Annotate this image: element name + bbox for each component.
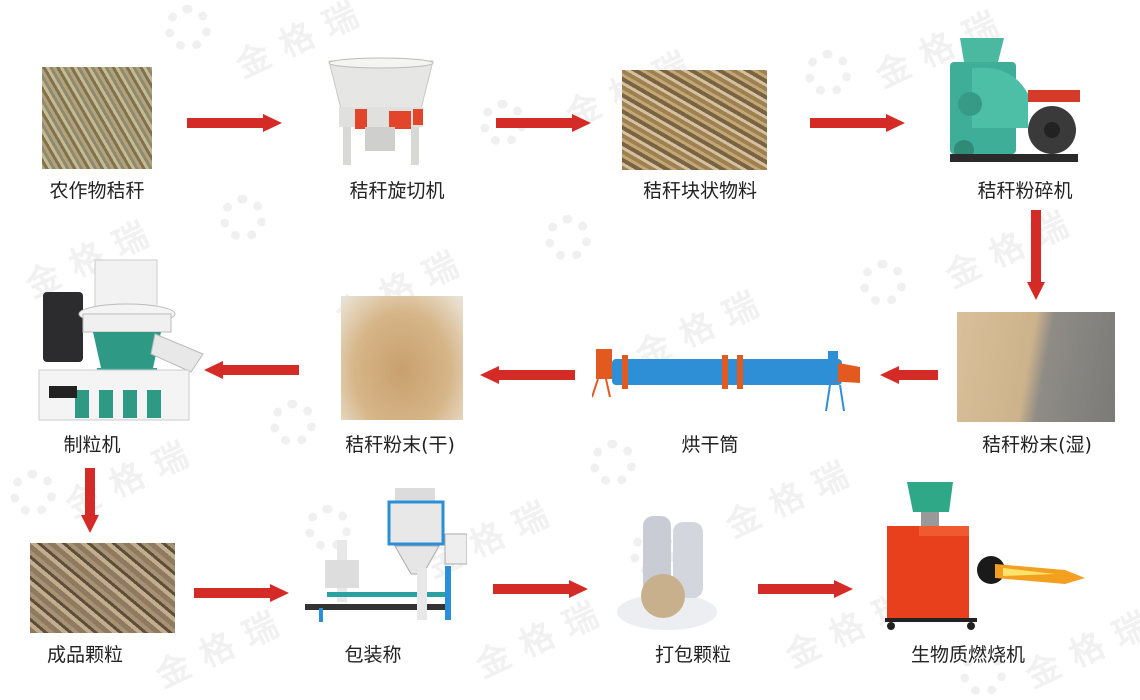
arrow-right-icon	[194, 584, 289, 602]
arrow-left-icon	[480, 366, 575, 384]
watermark-gear-icon	[165, 5, 211, 51]
packing-scale-machine-icon	[305, 488, 467, 623]
rotary-drum-dryer-icon	[592, 345, 860, 415]
node-label: 秸秆粉末(湿)	[982, 434, 1092, 456]
node-label: 农作物秸秆	[49, 180, 145, 202]
watermark-text: 金格瑞	[719, 449, 868, 547]
node-label: 秸秆粉末(干)	[345, 434, 455, 456]
node-label: 成品颗粒	[46, 644, 124, 666]
arrow-right-icon	[758, 580, 853, 598]
watermark-gear-icon	[545, 215, 591, 261]
node-label: 秸秆粉碎机	[977, 180, 1073, 202]
crop-straw-photo-icon	[42, 67, 152, 169]
finished-pellets-photo-icon	[30, 543, 175, 633]
node-label: 秸秆旋切机	[349, 180, 445, 202]
bagged-pellets-photo-icon	[615, 508, 720, 633]
arrow-left-icon	[204, 361, 299, 379]
watermark-gear-icon	[305, 505, 351, 551]
node-label: 生物质燃烧机	[910, 644, 1026, 666]
node-label: 打包颗粒	[654, 644, 732, 666]
watermark-text: 金格瑞	[939, 199, 1088, 297]
arrow-down-icon	[81, 468, 99, 533]
node-label: 烘干筒	[681, 434, 739, 456]
arrow-right-icon	[810, 114, 905, 132]
watermark-gear-icon	[220, 195, 266, 241]
watermark-gear-icon	[960, 650, 1006, 696]
node-label: 秸秆块状物料	[642, 180, 758, 202]
arrow-right-icon	[187, 114, 282, 132]
node-label: 包装称	[344, 644, 402, 666]
arrow-right-icon	[493, 580, 588, 598]
watermark-gear-icon	[270, 400, 316, 446]
watermark-gear-icon	[805, 50, 851, 96]
pellet-mill-machine-icon	[35, 258, 205, 423]
arrow-down-icon	[1027, 210, 1045, 300]
arrow-right-icon	[496, 114, 591, 132]
straw-rotary-cutter-machine-icon	[325, 57, 437, 169]
node-label: 制粒机	[63, 434, 121, 456]
watermark-gear-icon	[10, 470, 56, 516]
dry-straw-powder-photo-icon	[341, 296, 463, 420]
arrow-left-icon	[880, 366, 938, 384]
watermark-gear-icon	[590, 440, 636, 486]
biomass-burner-machine-icon	[885, 480, 1085, 632]
straw-chunk-material-photo-icon	[622, 70, 767, 170]
watermark-gear-icon	[860, 260, 906, 306]
straw-crusher-machine-icon	[932, 38, 1082, 168]
wet-straw-powder-photo-icon	[957, 312, 1115, 422]
